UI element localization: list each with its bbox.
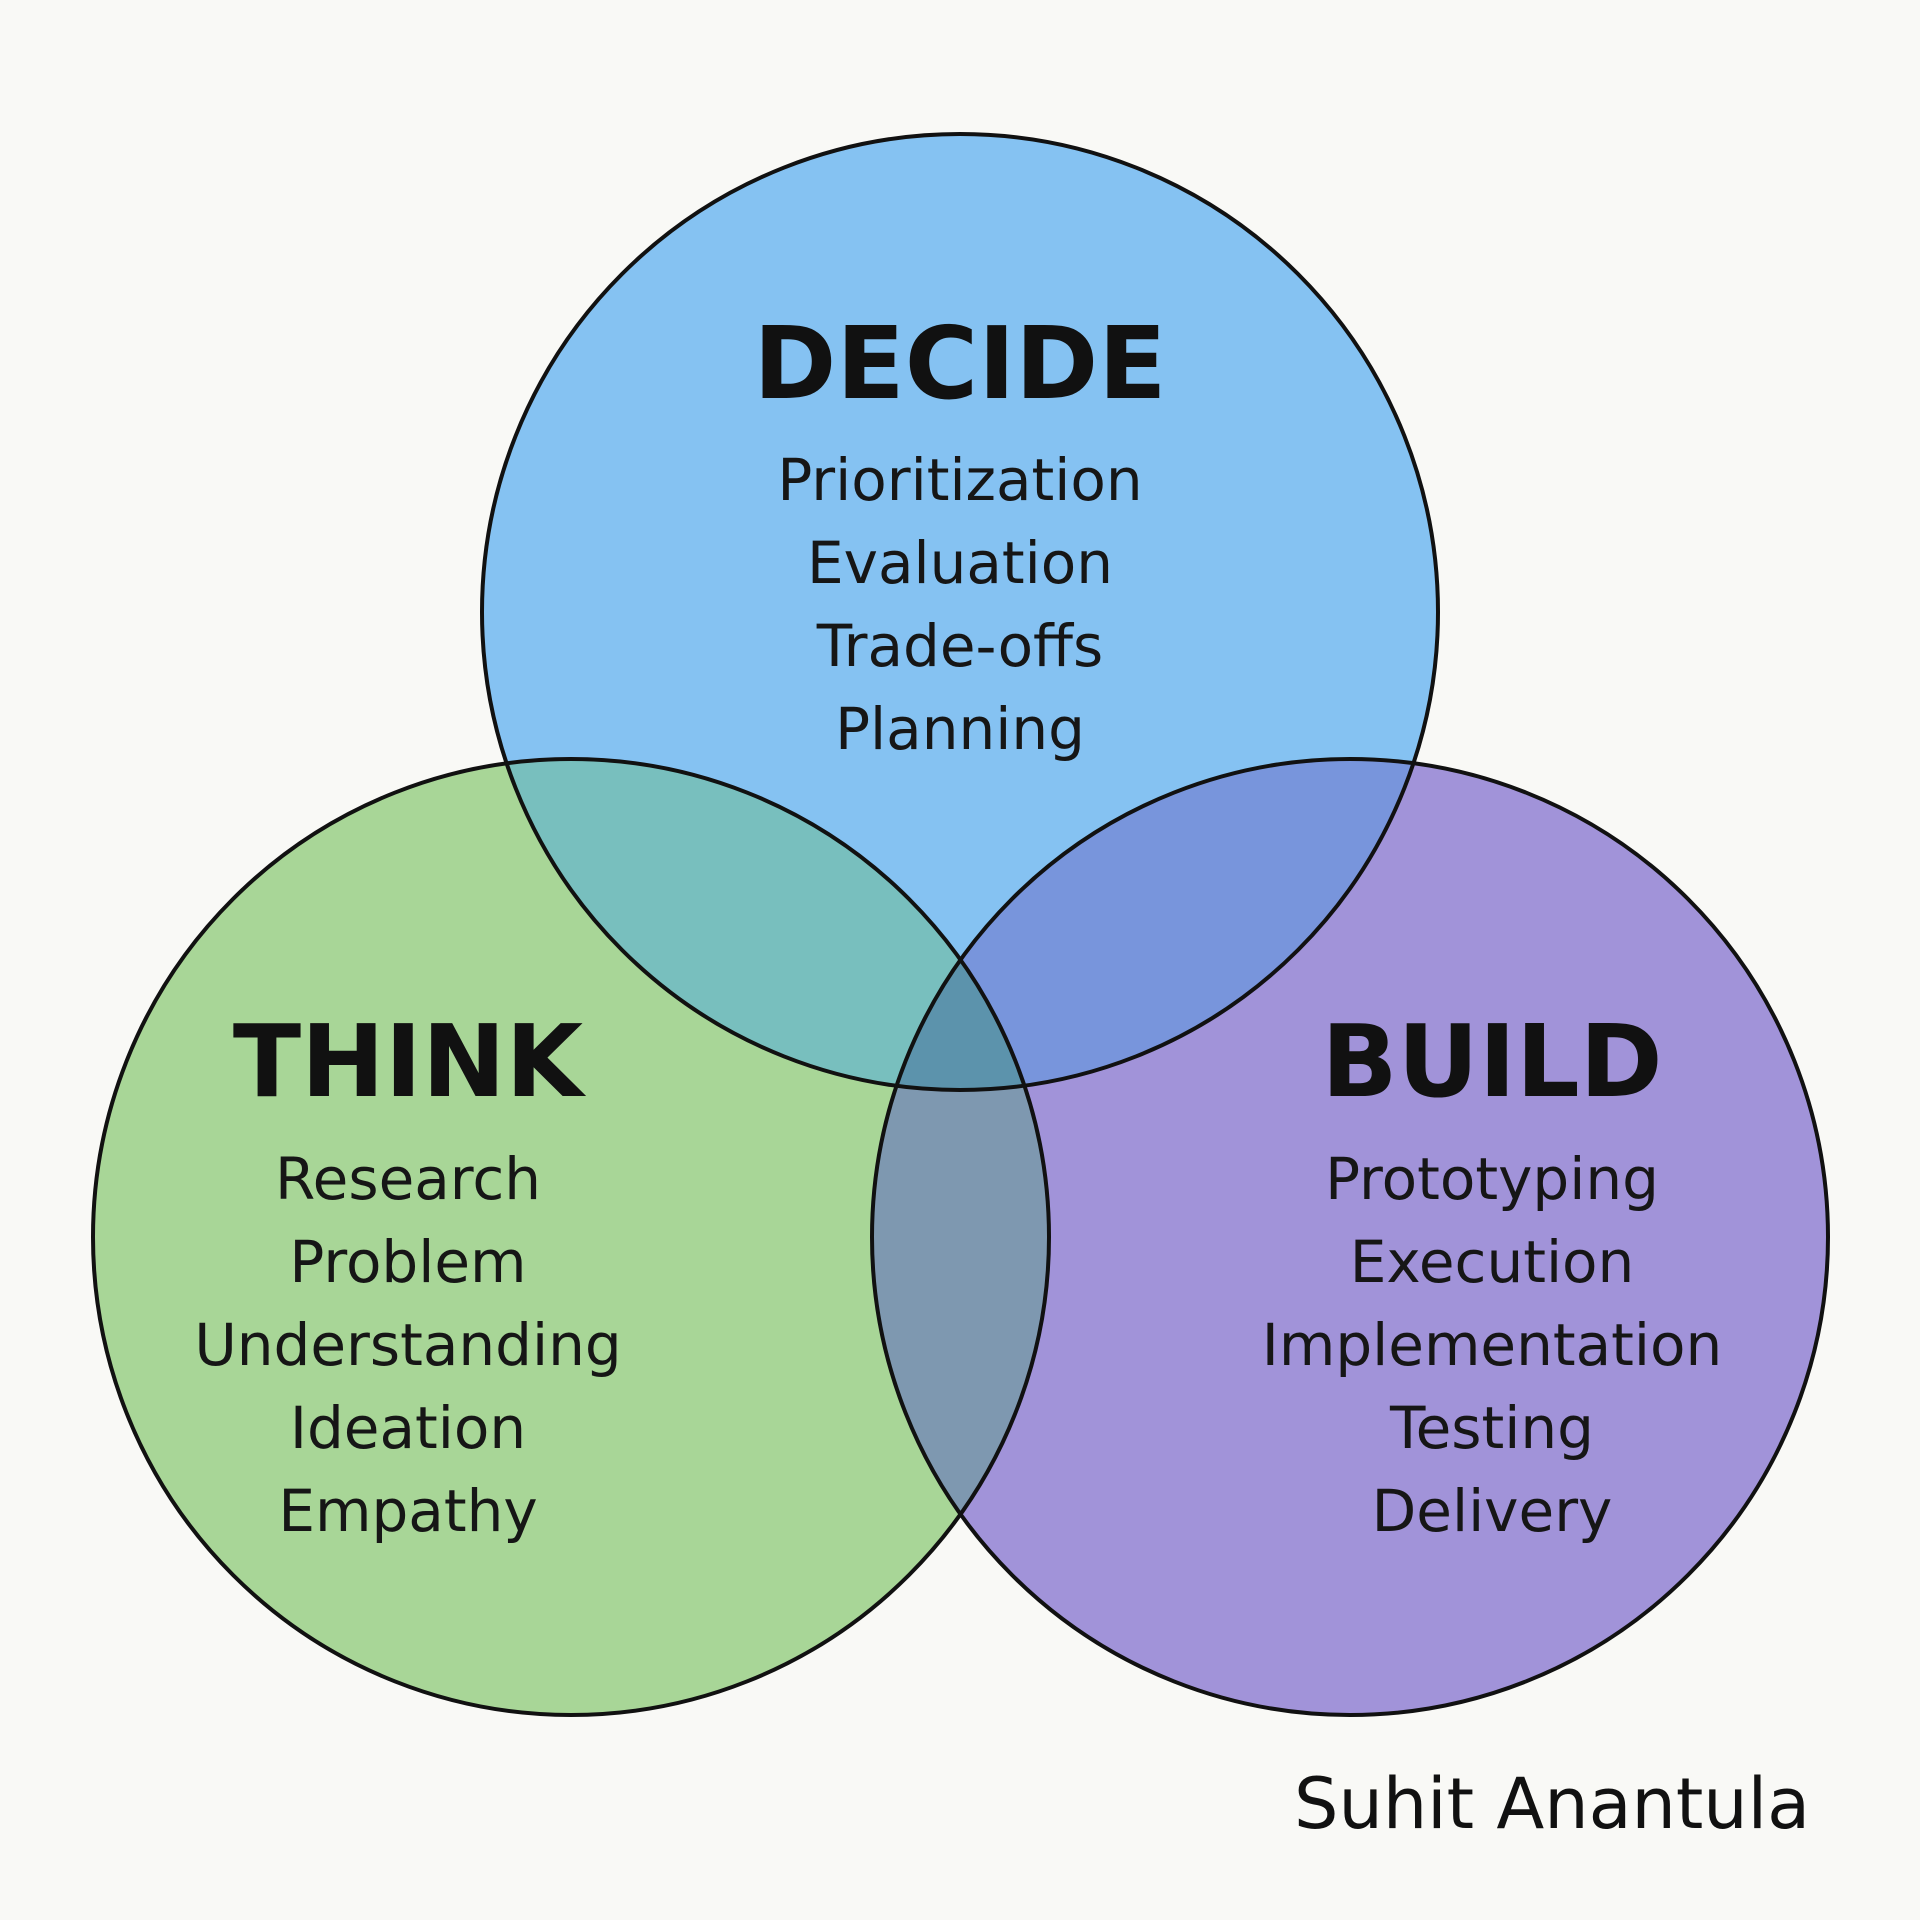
author-signature: Suhit Anantula <box>1294 1763 1810 1845</box>
build-item-testing: Testing <box>1389 1394 1594 1462</box>
think-circle-outline <box>91 757 1051 1717</box>
decide-think-overlap <box>482 759 1049 1090</box>
decide-item-planning: Planning <box>835 695 1085 763</box>
think-item-problem: Problem <box>289 1228 526 1296</box>
build-title: BUILD <box>1321 1003 1662 1120</box>
think-item-ideation: Ideation <box>290 1394 526 1462</box>
decide-build-overlap <box>872 759 1438 1090</box>
build-item-prototyping: Prototyping <box>1325 1145 1659 1213</box>
build-item-implementation: Implementation <box>1262 1311 1723 1379</box>
decide-circle-outline <box>480 132 1440 1092</box>
think-item-understanding: Understanding <box>194 1311 621 1379</box>
think-item-research: Research <box>275 1145 541 1213</box>
think-item-empathy: Empathy <box>278 1477 537 1545</box>
decide-item-prioritization: Prioritization <box>777 446 1142 514</box>
think-title: THINK <box>233 1003 587 1120</box>
build-circle-outline <box>870 757 1830 1717</box>
decide-item-evaluation: Evaluation <box>807 529 1113 597</box>
build-item-execution: Execution <box>1350 1228 1635 1296</box>
decide-item-trade-offs: Trade-offs <box>816 612 1103 680</box>
build-item-delivery: Delivery <box>1372 1477 1613 1545</box>
decide-title: DECIDE <box>753 305 1166 422</box>
